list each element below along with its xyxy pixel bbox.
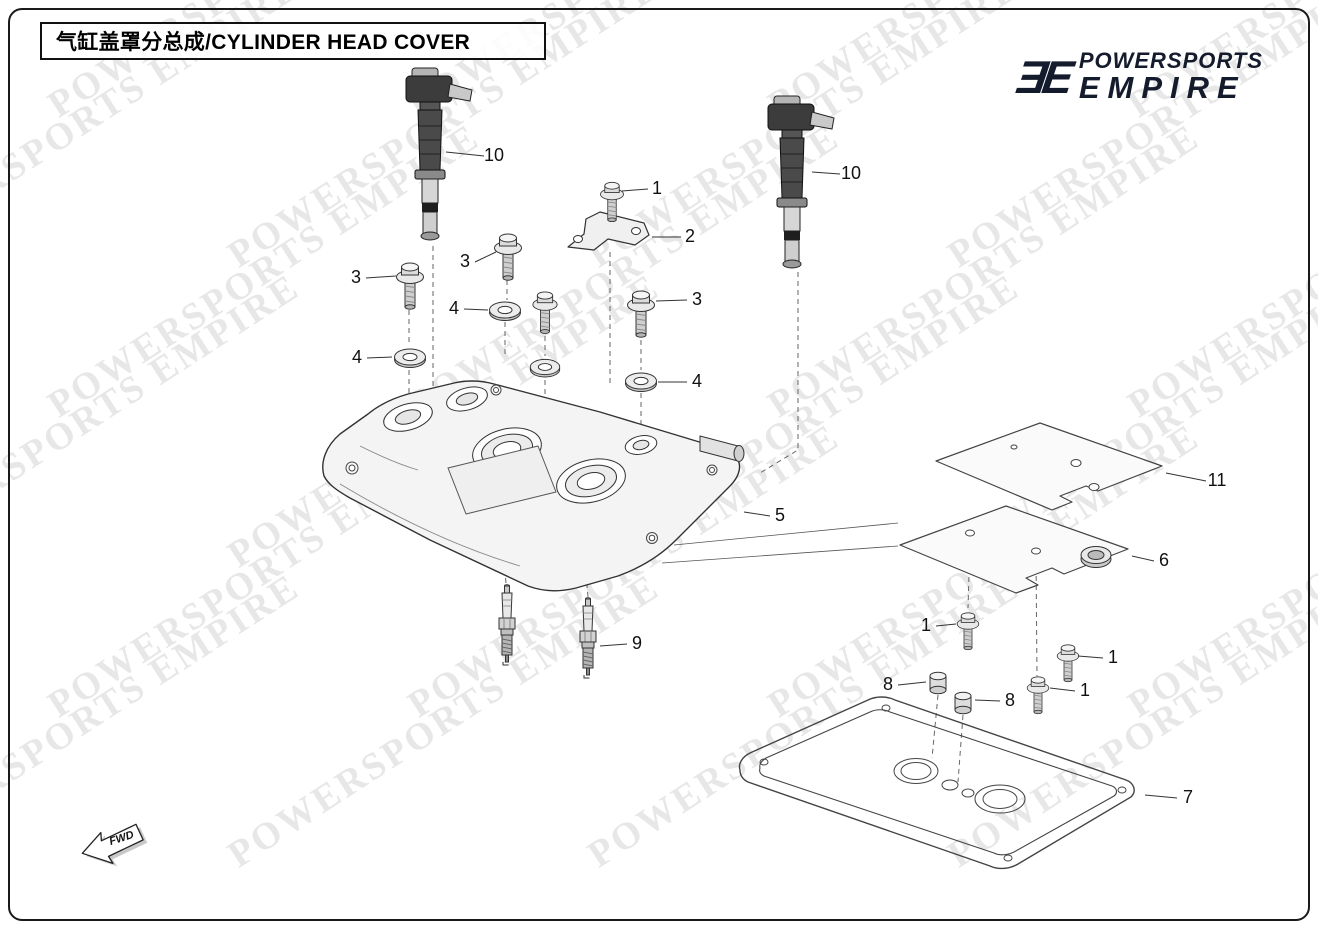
callout-3-middle: 3	[460, 251, 470, 271]
callout-9-plugs: 9	[632, 633, 642, 653]
logo-line1: POWERSPORTS	[1078, 48, 1263, 73]
filler-cap	[1080, 546, 1112, 568]
callout-7-gasket: 7	[1183, 787, 1193, 807]
callout-11-upper-plate: 11	[1208, 470, 1227, 490]
callout-leaders	[365, 151, 1207, 799]
plate-bolt-c	[1026, 676, 1050, 715]
washer-left	[394, 348, 426, 368]
callout-4-middle: 4	[449, 298, 459, 318]
ignition-coil-right	[767, 95, 835, 269]
callout-3-right: 3	[692, 289, 702, 309]
callout-4-left: 4	[352, 347, 362, 367]
sleeve-b	[954, 691, 972, 715]
callout-labels: 10 1 2 3 3 3 4 4 4 10 5 9 11 6 1 1 1 8 8…	[351, 145, 1226, 807]
bolt-middle	[494, 233, 522, 281]
page-title: 气缸盖罩分总成/CYLINDER HEAD COVER	[56, 31, 471, 54]
callout-2-bracket: 2	[685, 226, 695, 246]
fwd-arrow: FWD	[81, 823, 148, 867]
washer-right	[625, 372, 657, 392]
upper-plate	[935, 422, 1163, 511]
projection-lines	[661, 522, 899, 564]
callout-10-coil-left: 10	[484, 145, 504, 165]
callout-3-left: 3	[351, 267, 361, 287]
plate-bolt-b	[1056, 644, 1080, 683]
gasket-ring-a	[893, 758, 939, 784]
valve-boss-a	[383, 402, 433, 432]
bolt-middle-2	[532, 291, 558, 334]
callout-1-plate-a: 1	[921, 615, 931, 635]
center-recess	[447, 445, 557, 515]
spark-plug-left	[498, 584, 516, 666]
breather-spout	[699, 435, 745, 462]
callout-1-plate-b: 1	[1108, 647, 1118, 667]
bolt-right	[627, 290, 655, 338]
bracket	[567, 211, 650, 251]
callout-10-coil-right: 10	[841, 163, 861, 183]
valve-boss-b	[446, 386, 488, 412]
callout-4-right: 4	[692, 371, 702, 391]
brand-logo: ƎE POWERSPORTS EMPIRE	[1013, 48, 1263, 106]
callout-5-cover: 5	[775, 505, 785, 525]
cover-plate	[899, 505, 1129, 594]
sleeve-a	[929, 671, 947, 695]
callout-1-plate-c: 1	[1080, 680, 1090, 700]
washer-middle-2	[529, 358, 561, 378]
plate-bolt-a	[956, 612, 980, 651]
washer-middle	[489, 301, 521, 321]
title-box: 气缸盖罩分总成/CYLINDER HEAD COVER	[40, 22, 546, 60]
small-boss	[624, 435, 658, 455]
bolt-left	[396, 262, 424, 310]
gasket-ring-b	[974, 784, 1026, 814]
callout-6-cover-plate: 6	[1159, 550, 1169, 570]
callout-8-sleeve-a: 8	[883, 674, 893, 694]
cylinder-head-cover	[322, 380, 745, 592]
callout-8-sleeve-b: 8	[1005, 690, 1015, 710]
spark-plug-right	[579, 597, 597, 679]
logo-line2: EMPIRE	[1078, 70, 1246, 106]
empire-logo-icon: ƎE	[1013, 51, 1073, 104]
callout-1-bracket-bolt: 1	[652, 178, 662, 198]
cover-gasket	[738, 696, 1135, 870]
cover-bolt-bosses	[345, 384, 718, 544]
spark-tube-2	[556, 458, 626, 504]
